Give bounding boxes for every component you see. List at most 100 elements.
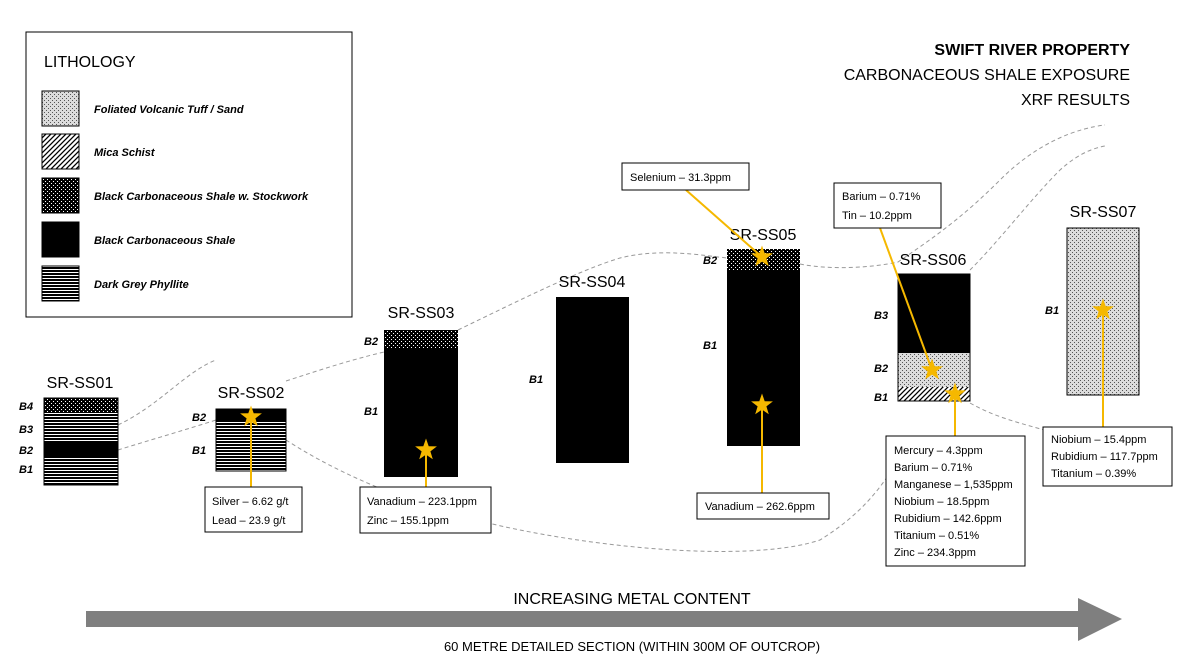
bed-label: B2: [192, 412, 206, 424]
bed-label: B1: [529, 374, 543, 386]
legend-label: Black Carbonaceous Shale: [94, 235, 235, 247]
header-subtitle-2: XRF RESULTS: [1021, 92, 1130, 109]
callout-line: Silver – 6.62 g/t: [212, 496, 288, 508]
correlation-line: [799, 124, 1106, 269]
callout-line: Barium – 0.71%: [842, 191, 920, 203]
callout-box: [359, 486, 492, 534]
callout-ss05-top: Selenium – 31.3ppm: [621, 162, 750, 191]
callout-line: Rubidium – 117.7ppm: [1051, 451, 1158, 463]
legend-swatch-tuff: [41, 90, 80, 127]
callout-ss07: Niobium – 15.4ppm Rubidium – 117.7ppm Ti…: [1042, 426, 1173, 487]
correlation-line: [285, 351, 385, 382]
column-sr-ss03: SR-SS03 B2 B1: [364, 305, 458, 477]
legend-swatch-stockwork: [41, 177, 80, 214]
correlation-line: [117, 359, 217, 426]
callout-line: Selenium – 31.3ppm: [630, 172, 731, 184]
legend-label: Foliated Volcanic Tuff / Sand: [94, 104, 244, 116]
bed-label: B4: [19, 401, 33, 413]
correlation-line: [969, 402, 1051, 433]
callout-box: [885, 435, 1026, 567]
bed-label: B1: [703, 340, 717, 352]
callout-line: Tin – 10.2ppm: [842, 210, 912, 222]
callout-box: [1042, 426, 1173, 487]
correlation-line: [285, 439, 899, 552]
legend-swatch-phyllite: [41, 265, 80, 302]
callout-line: Niobium – 15.4ppm: [1051, 434, 1146, 446]
legend-swatch-schist: [41, 133, 80, 170]
callout-box: [696, 492, 830, 520]
bed-b3: [898, 274, 970, 353]
leader-line: [879, 227, 933, 371]
column-title: SR-SS03: [388, 305, 455, 322]
callout-line: Vanadium – 223.1ppm: [367, 496, 477, 508]
bed-b1: [556, 297, 629, 463]
callout-line: Barium – 0.71%: [894, 462, 972, 474]
column-sr-ss07: SR-SS07 B1: [1045, 204, 1140, 396]
bed-label: B2: [19, 445, 33, 457]
bed-b1: [727, 271, 800, 446]
correlation-line: [457, 252, 728, 331]
callout-line: Rubidium – 142.6ppm: [894, 513, 1002, 525]
leader-line: [685, 189, 763, 258]
callout-line: Vanadium – 262.6ppm: [705, 501, 815, 513]
arrow-head: [1078, 598, 1122, 641]
column-title: SR-SS05: [730, 227, 797, 244]
callout-box: [833, 182, 942, 229]
arrow-shaft: [86, 611, 1080, 627]
lithology-legend: LITHOLOGY Foliated Volcanic Tuff / Sand …: [25, 31, 353, 318]
callout-ss03: Vanadium – 223.1ppm Zinc – 155.1ppm: [359, 486, 492, 534]
metal-content-arrow: [86, 598, 1122, 641]
bed-label: B3: [19, 424, 33, 436]
correlation-line: [117, 419, 217, 451]
legend-label: Dark Grey Phyllite: [94, 279, 189, 291]
header-subtitle: CARBONACEOUS SHALE EXPOSURE: [844, 67, 1130, 84]
arrow-label-top: INCREASING METAL CONTENT: [513, 591, 751, 608]
callout-line: Lead – 23.9 g/t: [212, 515, 285, 527]
callout-line: Zinc – 155.1ppm: [367, 515, 449, 527]
bed-label: B2: [874, 363, 888, 375]
column-outline: [43, 397, 119, 486]
bed-label: B1: [364, 406, 378, 418]
legend-swatch-shale: [41, 221, 80, 258]
callout-box: [621, 162, 750, 191]
callout-line: Mercury – 4.3ppm: [894, 445, 983, 457]
column-sr-ss06: SR-SS06 B3 B2 B1: [874, 252, 971, 404]
legend-title: LITHOLOGY: [44, 54, 136, 71]
callout-line: Zinc – 234.3ppm: [894, 547, 976, 559]
column-title: SR-SS07: [1070, 204, 1137, 221]
callout-ss05-bottom: Vanadium – 262.6ppm: [696, 492, 830, 520]
bed-label: B1: [1045, 305, 1059, 317]
bed-b1: [44, 457, 118, 485]
callout-ss06-bottom: Mercury – 4.3ppm Barium – 0.71% Manganes…: [885, 435, 1026, 567]
column-title: SR-SS01: [47, 375, 114, 392]
column-title: SR-SS06: [900, 252, 967, 269]
callout-ss06-top: Barium – 0.71% Tin – 10.2ppm: [833, 182, 942, 229]
bed-b2: [44, 441, 118, 457]
bed-label: B1: [192, 445, 206, 457]
leader-lines: [250, 189, 1104, 493]
bed-b3: [44, 413, 118, 441]
column-outline: [897, 273, 971, 402]
callout-line: Manganese – 1,535ppm: [894, 479, 1013, 491]
bed-label: B1: [19, 464, 33, 476]
bed-label: B1: [874, 392, 888, 404]
callout-box: [204, 486, 303, 533]
column-sr-ss01: SR-SS01 B4 B3 B2 B1: [19, 375, 119, 486]
sample-stars: [240, 245, 1114, 460]
bed-label: B3: [874, 310, 888, 322]
legend-label: Mica Schist: [94, 147, 156, 159]
callout-line: Niobium – 18.5ppm: [894, 496, 989, 508]
column-sr-ss02: SR-SS02 B2 B1: [192, 385, 287, 472]
correlation-lines: [117, 124, 1106, 552]
callout-ss02: Silver – 6.62 g/t Lead – 23.9 g/t: [204, 486, 303, 533]
legend-label: Black Carbonaceous Shale w. Stockwork: [94, 191, 309, 203]
bed-label: B2: [703, 255, 717, 267]
arrow-label-bottom: 60 METRE DETAILED SECTION (WITHIN 300M O…: [444, 639, 820, 654]
callout-line: Titanium – 0.39%: [1051, 468, 1136, 480]
column-title: SR-SS04: [559, 274, 626, 291]
header: SWIFT RIVER PROPERTY CARBONACEOUS SHALE …: [844, 42, 1131, 109]
bed-label: B2: [364, 336, 378, 348]
legend-box: [25, 31, 353, 318]
bed-b4: [44, 398, 118, 413]
